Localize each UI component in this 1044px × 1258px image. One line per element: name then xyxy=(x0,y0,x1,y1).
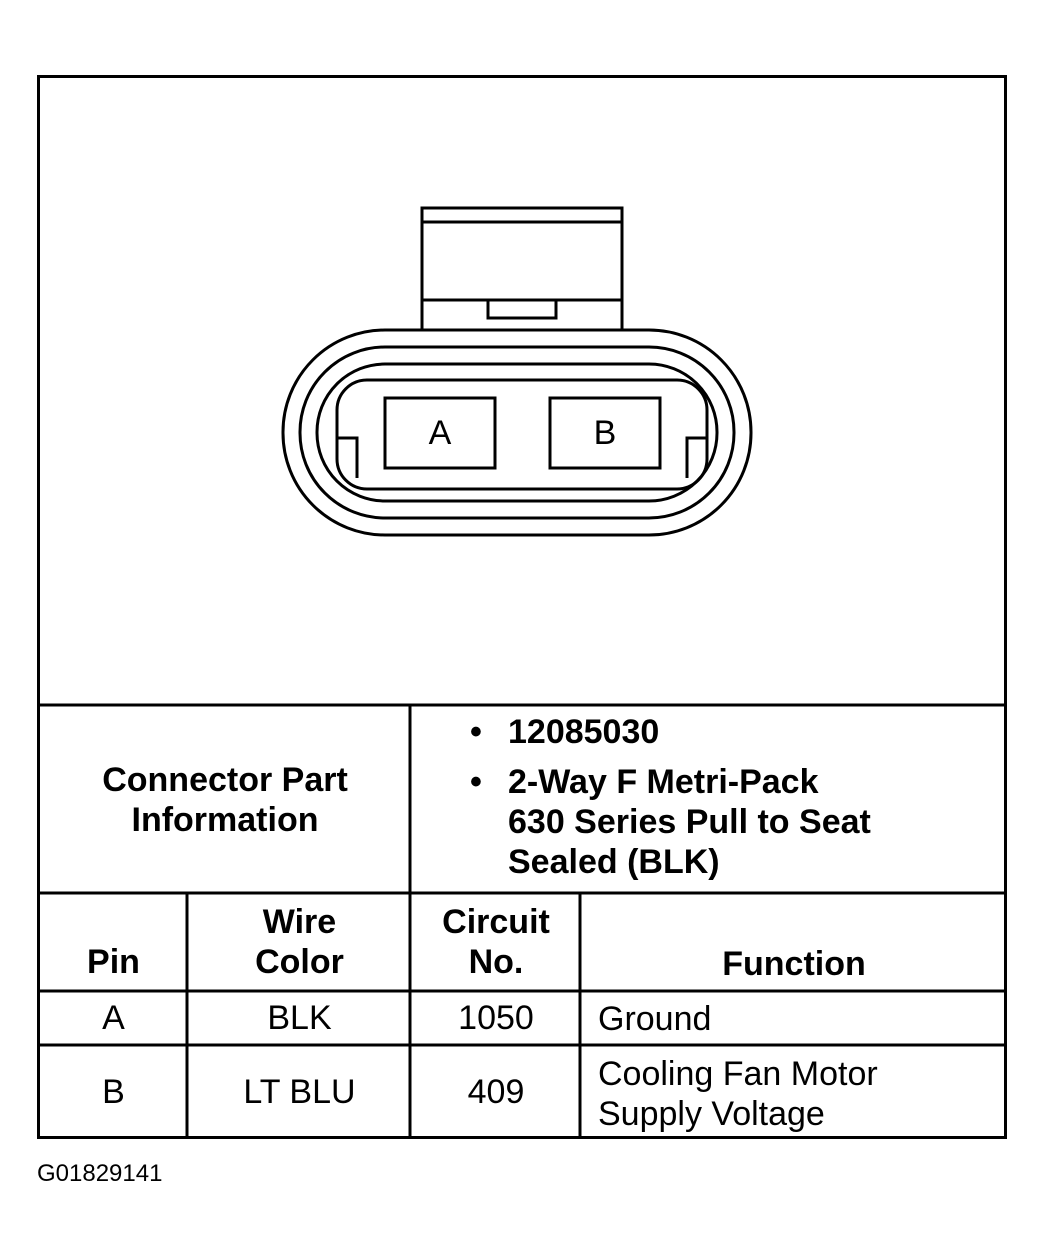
row-a-wire-color: BLK xyxy=(267,999,332,1037)
part-info-header: Connector Part Information xyxy=(40,760,410,840)
header-pin-text: Pin xyxy=(87,943,140,981)
part-info-bullets: • 12085030 • 2-Way F Metri-Pack 630 Seri… xyxy=(470,712,990,892)
row-a-function: Ground xyxy=(598,999,998,1039)
connector-description-line: Sealed (BLK) xyxy=(508,843,720,881)
connector-description-line: 630 Series Pull to Seat xyxy=(508,803,871,841)
part-info-header-line: Connector Part xyxy=(102,761,348,799)
part-number: 12085030 xyxy=(508,713,660,751)
diagram-frame xyxy=(37,75,1007,1139)
row-a-function-line: Ground xyxy=(598,1000,712,1038)
row-a-pin: A xyxy=(102,999,125,1037)
header-circuit-no: Circuit No. xyxy=(412,902,580,982)
header-circuit-no-line: Circuit xyxy=(442,903,550,941)
row-b-function: Cooling Fan Motor Supply Voltage xyxy=(598,1054,998,1134)
pin-label-b: B xyxy=(593,414,617,452)
header-wire-color-line: Color xyxy=(255,943,344,981)
part-info-header-line: Information xyxy=(131,801,319,839)
row-a-circuit-no: 1050 xyxy=(458,999,534,1037)
part-number-item: • 12085030 xyxy=(470,712,990,752)
header-function: Function xyxy=(582,944,1006,984)
connector-description-line: 2-Way F Metri-Pack xyxy=(508,763,819,801)
row-b-circuit-no: 409 xyxy=(467,1073,525,1111)
terminal-cavity-a xyxy=(383,396,497,470)
terminal-cavity-b xyxy=(548,396,662,470)
header-wire-color: Wire Color xyxy=(189,902,410,982)
connector-outer-shell xyxy=(281,328,753,537)
header-pin: Pin xyxy=(40,942,187,982)
connector-seal-ring xyxy=(298,345,736,520)
figure-code: G01829141 xyxy=(37,1160,163,1187)
bullet-icon: • xyxy=(470,763,482,801)
row-b-function-line: Supply Voltage xyxy=(598,1095,825,1133)
row-b-pin: B xyxy=(102,1073,125,1111)
connector-inner-ring xyxy=(315,362,719,503)
connector-body xyxy=(281,328,753,537)
header-wire-color-line: Wire xyxy=(262,903,337,941)
row-b-wire-color: LT BLU xyxy=(243,1073,356,1111)
header-circuit-no-line: No. xyxy=(468,943,524,981)
connector-key-notches xyxy=(337,436,707,478)
header-function-text: Function xyxy=(722,945,866,983)
table-grid xyxy=(38,703,1006,1138)
row-b-function-line: Cooling Fan Motor xyxy=(598,1055,878,1093)
bullet-icon: • xyxy=(470,713,482,751)
pin-label-a: A xyxy=(428,414,452,452)
connector-lock-tab xyxy=(420,206,624,334)
connector-description-item: • 2-Way F Metri-Pack 630 Series Pull to … xyxy=(470,762,990,882)
connector-cavity xyxy=(335,378,709,491)
